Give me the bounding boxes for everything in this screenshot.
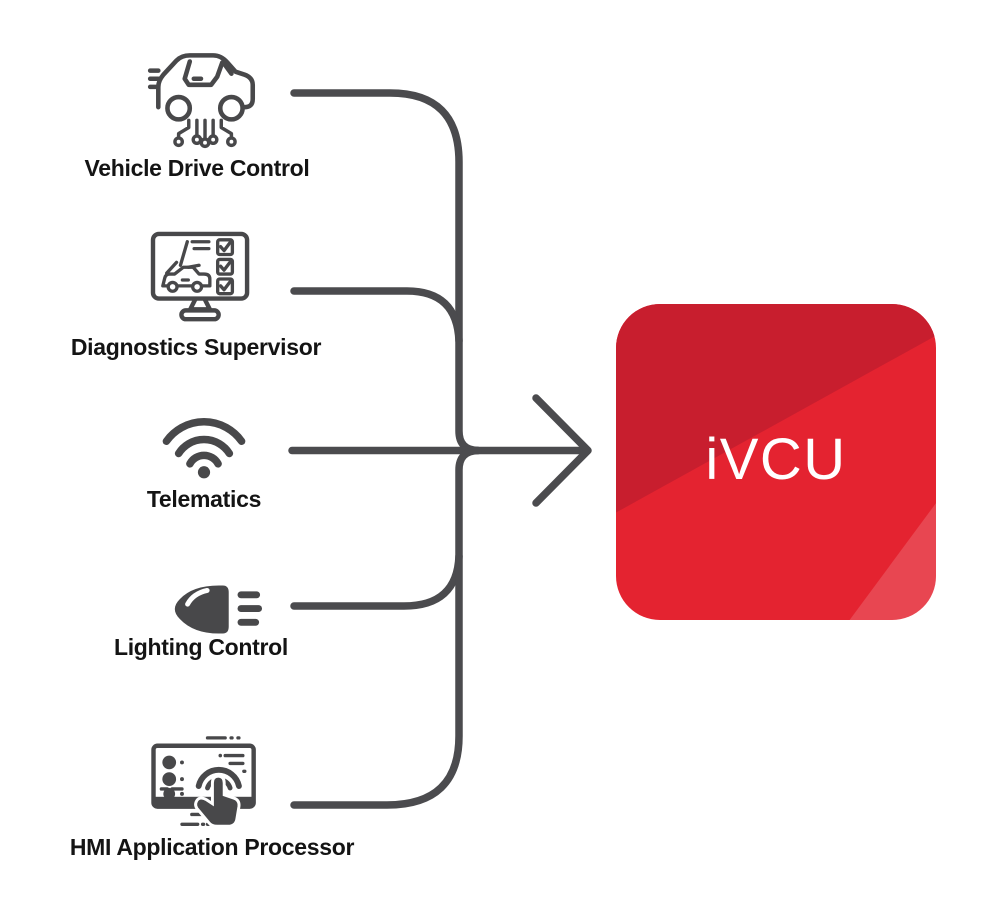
connector-vehicle-drive-control (290, 89, 482, 455)
source-label-hmi-application-processor: HMI Application Processor (69, 834, 355, 860)
arrowhead-icon (532, 394, 592, 507)
wifi-icon (157, 410, 251, 480)
ivcu-node: iVCU (616, 304, 936, 620)
connector-lighting-control (290, 552, 463, 610)
touchscreen-tap-icon (146, 732, 270, 840)
diagnostics-monitor-icon (148, 230, 256, 328)
ivcu-label: iVCU (705, 426, 847, 492)
source-label-diagnostics-supervisor: Diagnostics Supervisor (70, 334, 322, 360)
headlight-icon (166, 582, 264, 640)
source-label-telematics: Telematics (146, 486, 262, 512)
source-label-vehicle-drive-control: Vehicle Drive Control (84, 155, 310, 181)
source-label-lighting-control: Lighting Control (113, 634, 289, 660)
car-circuit-icon (138, 36, 270, 154)
